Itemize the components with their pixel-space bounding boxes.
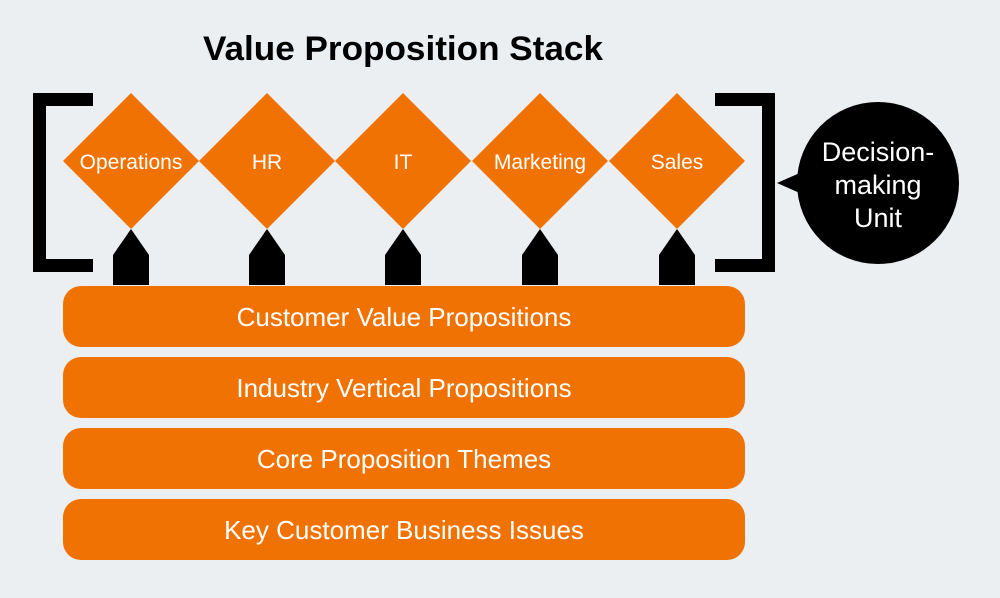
diamond-label-marketing: Marketing [494, 151, 586, 174]
diamond-label-operations: Operations [80, 151, 183, 174]
diamond-sales [609, 93, 745, 229]
layer-label: Core Proposition Themes [257, 444, 551, 474]
layer-bar [63, 286, 745, 347]
layer-bar [63, 357, 745, 418]
layer-bar [63, 499, 745, 560]
diamond-marketing [472, 93, 608, 229]
connector-pin-sales [659, 229, 695, 285]
diamond-operations [63, 93, 199, 229]
left-bracket [33, 93, 93, 272]
diagram-title: Value Proposition Stack [203, 30, 603, 68]
diamond-label-sales: Sales [651, 151, 704, 174]
bubble-line-2: making [834, 170, 921, 200]
diamond-it [335, 93, 471, 229]
bubble-circle [797, 102, 959, 264]
layer-label: Industry Vertical Propositions [236, 373, 571, 403]
bubble-pointer [777, 172, 802, 194]
connector-pin-operations [113, 229, 149, 285]
decision-unit-bubble: Decision- making Unit [777, 102, 959, 264]
layer-label: Customer Value Propositions [237, 302, 572, 332]
bubble-line-1: Decision- [822, 137, 935, 167]
diamond-label-it: IT [394, 151, 413, 174]
connector-pin-hr [249, 229, 285, 285]
layer-label: Key Customer Business Issues [224, 515, 584, 545]
connector-pin-marketing [522, 229, 558, 285]
diamond-hr [199, 93, 335, 229]
right-bracket [715, 93, 775, 272]
layer-bar [63, 428, 745, 489]
role-diamonds: Operations HR IT Marketing Sales [63, 93, 745, 285]
diamond-label-hr: HR [252, 151, 282, 174]
connector-pin-it [385, 229, 421, 285]
bubble-line-3: Unit [854, 203, 903, 233]
